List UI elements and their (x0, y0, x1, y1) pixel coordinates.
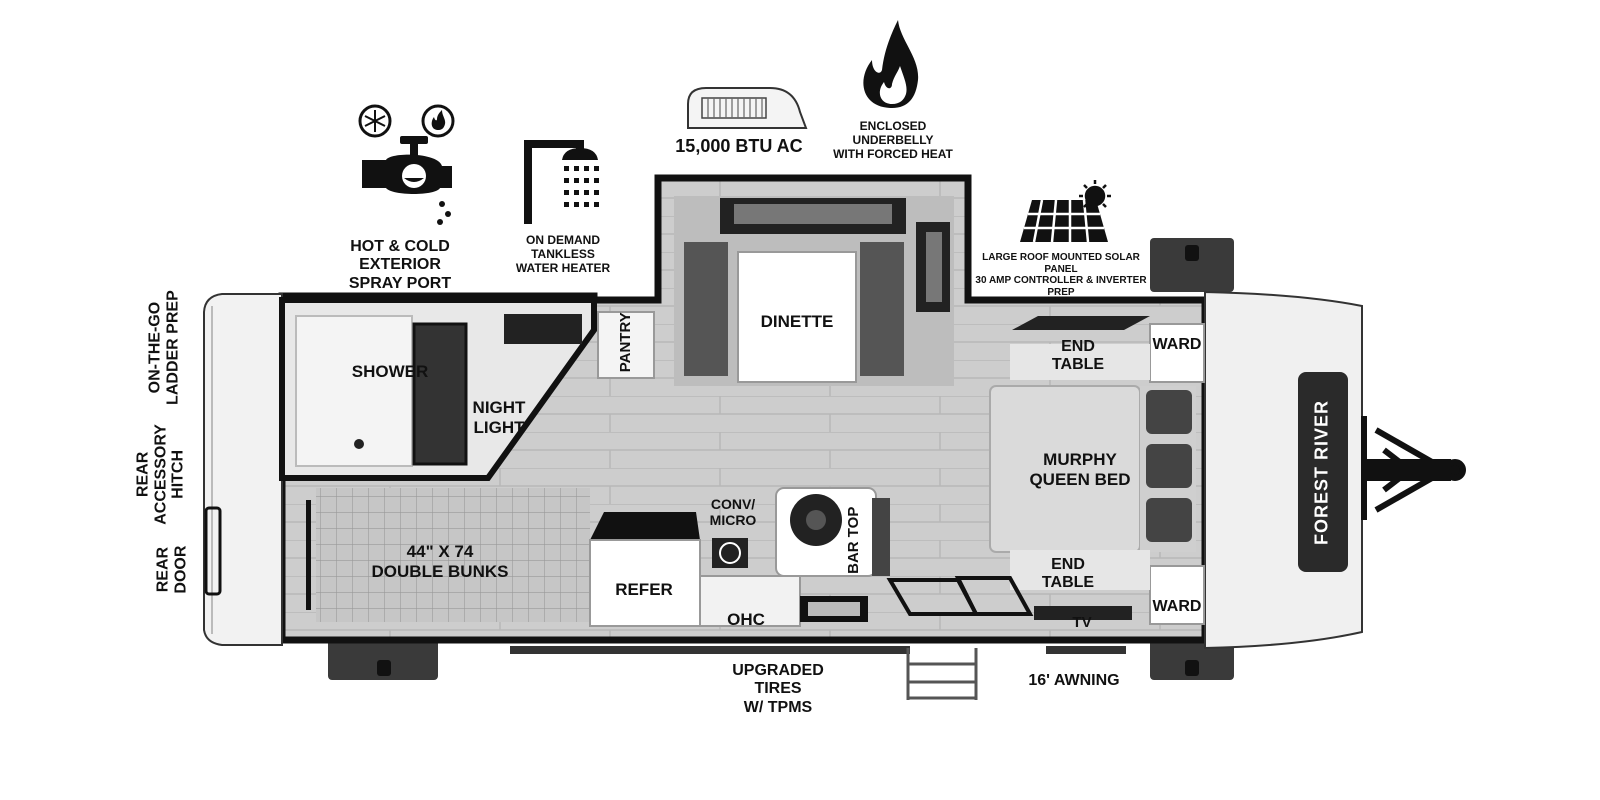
awning-label: 16' AWNING (1028, 672, 1120, 689)
ac-label: 15,000 BTU AC (675, 136, 803, 156)
tv-label: TV (1072, 614, 1092, 631)
spray-port-label: HOT & COLD EXTERIOR SPRAY PORT (348, 238, 452, 292)
ohc-label: OHC (727, 610, 765, 629)
bar-top-label: BAR TOP (844, 506, 862, 574)
bed-label: MURPHY QUEEN BED (1029, 450, 1131, 489)
pantry (597, 311, 655, 379)
faucet-icon (362, 136, 452, 225)
shower-icon (524, 140, 599, 224)
refer-label: REFER (615, 580, 673, 599)
flame-icon (863, 20, 919, 108)
brand-logo-text: FOREST RIVER (1311, 400, 1332, 546)
ladder-prep-label: ON-THE-GO LADDER PREP (146, 290, 181, 405)
dinette-label: DINETTE (760, 312, 834, 331)
tire-rear-top (1150, 238, 1234, 292)
end-table-top-label: END TABLE (1051, 338, 1105, 374)
tires-label: UPGRADED TIRES W/ TPMS (732, 662, 824, 716)
ac-unit-icon (687, 87, 808, 129)
bedroom (989, 316, 1205, 625)
rear-door-label: REAR DOOR (154, 545, 189, 594)
solar-label: LARGE ROOF MOUNTED SOLAR PANEL 30 AMP CO… (975, 252, 1147, 298)
snowflake-icon (358, 104, 392, 138)
wardrobe-bottom (1149, 565, 1205, 625)
toilet-icon (354, 439, 364, 449)
rear-door-handle (204, 506, 222, 596)
overhead-cabinet (699, 575, 801, 627)
bathroom (279, 297, 597, 481)
front-cap (1204, 290, 1363, 650)
rear-hitch-label: REAR ACCESSORY HITCH (134, 424, 187, 525)
solar-panel-icon (1020, 199, 1108, 243)
dinette-table (737, 251, 857, 383)
pantry-label: PANTRY (616, 312, 634, 373)
conv-micro-label: CONV/ MICRO (709, 496, 757, 529)
step-icon (906, 648, 978, 700)
tv-stand (1034, 606, 1132, 620)
hitch-icon (1361, 416, 1466, 520)
sun-icon (1079, 180, 1111, 212)
shower-label: SHOWER (351, 362, 429, 381)
rear-cap (203, 293, 283, 646)
kitchen (589, 487, 1034, 627)
night-light-label: NIGHT LIGHT (472, 398, 526, 437)
flame-small-icon (421, 104, 455, 138)
awning-rail (510, 646, 1126, 654)
water-heater-label: ON DEMAND TANKLESS WATER HEATER (515, 233, 611, 275)
end-table-bottom-label: END TABLE (1041, 556, 1095, 592)
dinette (674, 196, 954, 386)
ward-top-label: WARD (1152, 336, 1202, 353)
bunks-label: 44" X 74 DOUBLE BUNKS (371, 542, 509, 581)
ward-bottom-label: WARD (1152, 598, 1202, 615)
vanity (504, 314, 582, 344)
underbelly-label: ENCLOSED UNDERBELLY WITH FORCED HEAT (833, 119, 953, 161)
double-bunks (306, 488, 590, 622)
shower-door (412, 322, 468, 466)
